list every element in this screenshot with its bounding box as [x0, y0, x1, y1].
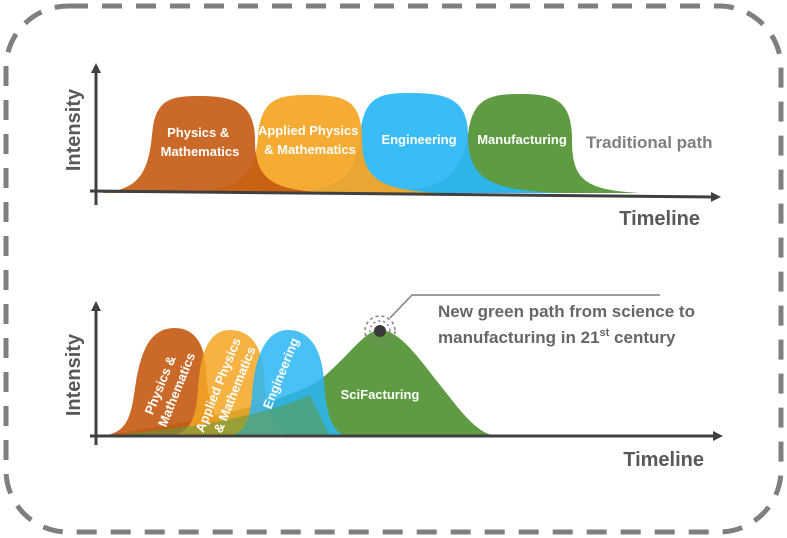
top-label-physics-line2: Mathematics: [161, 144, 240, 159]
bottom-x-axis-title: Timeline: [623, 449, 704, 471]
top-label-physics: Physics & Mathematics: [161, 125, 240, 159]
top-label-engineering: Engineering: [381, 132, 456, 147]
top-label-physics-line1: Physics &: [167, 125, 229, 140]
top-y-axis-title: Intensity: [63, 88, 85, 171]
top-x-axis-title: Timeline: [619, 208, 700, 230]
peak-marker-icon: [364, 315, 396, 347]
top-label-manufacturing: Manufacturing: [477, 132, 567, 147]
bottom-panel: Physics & Mathematics Applied Physics & …: [63, 294, 723, 471]
traditional-path-label: Traditional path: [586, 133, 713, 152]
top-label-applied-line1: Applied Physics: [258, 123, 358, 138]
dashed-border: [3, 3, 784, 535]
top-panel: Physics & Mathematics Applied Physics & …: [63, 63, 721, 230]
bottom-y-axis-title: Intensity: [63, 333, 85, 416]
callout-line2-superscript: st: [600, 327, 610, 339]
top-x-axis: [89, 189, 721, 202]
top-hump-physics: [100, 96, 330, 193]
scifacturing-hump: [100, 330, 495, 436]
top-label-applied: Applied Physics & Mathematics: [258, 123, 362, 157]
top-hump-manufacturing: [380, 94, 640, 193]
top-hump-applied: [180, 95, 440, 193]
callout-line2-end: century: [609, 328, 676, 347]
scifacturing-label: SciFacturing: [341, 387, 420, 402]
top-hump-engineering: [275, 93, 560, 193]
callout-line2: manufacturing in 21st century: [438, 327, 676, 347]
callout-line1: New green path from science to: [438, 302, 695, 321]
top-label-applied-line2: & Mathematics: [264, 142, 356, 157]
green-path-overlay: [100, 395, 330, 436]
callout-leader-line: [389, 294, 660, 319]
callout-line2-text: manufacturing in 21: [438, 328, 600, 347]
